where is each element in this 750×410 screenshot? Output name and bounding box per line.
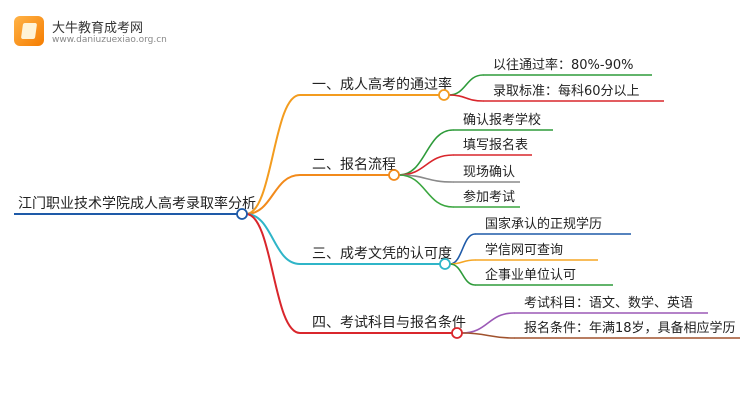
child-label: 国家承认的正规学历 — [485, 216, 602, 232]
child-label: 现场确认 — [463, 165, 515, 180]
branch-node-circle — [438, 89, 450, 101]
root-node-label: 江门职业技术学院成人高考录取率分析 — [18, 195, 256, 212]
branch-label: 一、成人高考的通过率 — [312, 76, 452, 93]
child-label: 填写报名表 — [463, 137, 528, 153]
branch-label: 四、考试科目与报名条件 — [312, 314, 466, 331]
child-label: 报名条件：年满18岁，具备相应学历 — [524, 320, 736, 336]
branch-node-circle — [451, 327, 463, 339]
book-logo-icon — [14, 16, 44, 46]
child-connector — [448, 74, 484, 96]
child-connector — [398, 154, 454, 176]
child-label: 企事业单位认可 — [485, 267, 576, 283]
root-node-circle — [236, 208, 248, 220]
branch-connector — [245, 213, 301, 334]
logo-title: 大牛教育成考网 — [52, 21, 144, 36]
branch-label: 二、报名流程 — [312, 157, 396, 173]
branch-connector — [245, 174, 301, 215]
child-connector — [448, 94, 484, 102]
branch-connector — [245, 94, 301, 215]
child-label: 录取标准：每科60分以上 — [493, 83, 640, 99]
child-connector — [461, 312, 515, 334]
branch-node-circle — [388, 169, 400, 181]
child-connector — [398, 129, 454, 176]
child-label: 参加考试 — [463, 189, 515, 205]
child-label: 确认报考学校 — [463, 112, 541, 128]
child-connector — [449, 263, 476, 286]
site-logo: 大牛教育成考网 www.daniuzuexiao.org.cn — [14, 14, 224, 50]
branch-node-circle — [439, 258, 451, 270]
branch-connector — [245, 213, 301, 265]
child-connector — [398, 174, 454, 208]
child-label: 考试科目：语文、数学、英语 — [524, 295, 693, 311]
logo-url: www.daniuzuexiao.org.cn — [52, 35, 167, 45]
child-label: 以往通过率：80%-90% — [493, 57, 633, 73]
child-label: 学信网可查询 — [485, 242, 563, 258]
child-connector — [461, 332, 515, 339]
branch-label: 三、成考文凭的认可度 — [312, 246, 452, 262]
